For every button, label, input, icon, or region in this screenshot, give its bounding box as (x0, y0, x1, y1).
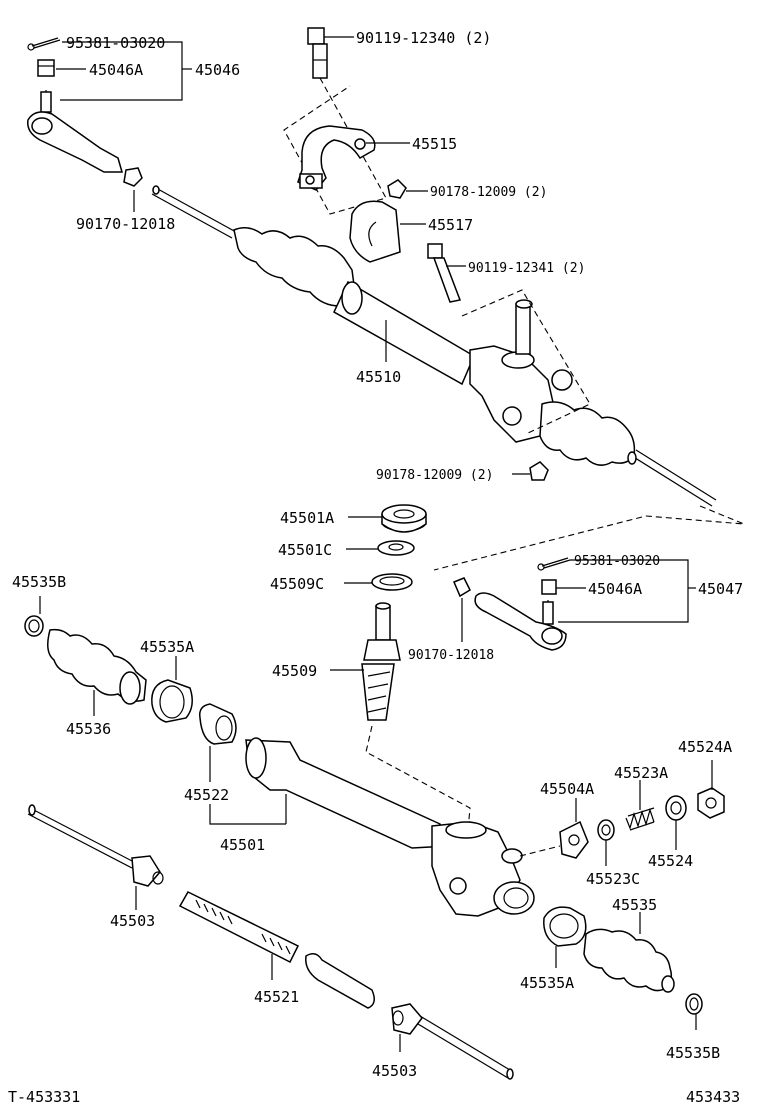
footer-left-code: T-453331 (8, 1088, 80, 1106)
label-45501: 45501 (220, 836, 265, 854)
steering-rack-icon (151, 185, 717, 507)
label-95381-03020-right: 95381-03020 (574, 554, 660, 569)
clamp-icon (24, 615, 44, 637)
castle-nut-icon (37, 59, 55, 77)
nut-icon (529, 461, 549, 481)
bushing-icon (198, 703, 237, 745)
label-90170-12018: 90170-12018 (76, 215, 175, 233)
label-45535a-right: 45535A (520, 974, 574, 992)
pinion-shaft-icon (361, 602, 401, 721)
tie-rod-icon (27, 804, 164, 887)
label-45535-boot: 45535 (612, 896, 657, 914)
boot-icon (583, 928, 675, 993)
label-90119-12340: 90119-12340 (2) (356, 29, 491, 47)
snap-ring-icon (371, 573, 413, 591)
castle-nut-icon (541, 579, 557, 595)
label-45522: 45522 (184, 786, 229, 804)
label-45535b-right: 45535B (666, 1044, 720, 1062)
label-45510: 45510 (356, 368, 401, 386)
cotter-pin-icon (537, 557, 571, 571)
washer-icon (377, 540, 415, 556)
spring-icon (625, 807, 655, 831)
label-45523c: 45523C (586, 870, 640, 888)
label-45503: 45503 (110, 912, 155, 930)
o-ring-icon (597, 819, 615, 841)
label-90170-12018-right: 90170-12018 (408, 648, 494, 663)
nut-icon (387, 179, 407, 199)
clamp-icon (151, 679, 193, 723)
bolt-icon (307, 27, 328, 79)
cap-nut-icon (697, 787, 725, 819)
label-45523a: 45523A (614, 764, 668, 782)
label-90178-12009: 90178-12009 (2) (430, 185, 547, 200)
tie-rod-icon (391, 1003, 514, 1080)
cotter-pin-icon (27, 37, 61, 51)
rack-housing-icon (245, 737, 535, 917)
bracket-icon (297, 125, 376, 191)
footer-right-code: 453433 (686, 1088, 740, 1106)
clamp-icon (543, 906, 587, 947)
label-45536: 45536 (66, 720, 111, 738)
label-45535a: 45535A (140, 638, 194, 656)
label-45535b: 45535B (12, 573, 66, 591)
rack-bar-icon (178, 891, 375, 1009)
label-95381-03020: 95381-03020 (66, 34, 165, 52)
tie-rod-end-right-icon (453, 577, 567, 651)
label-45046: 45046 (195, 61, 240, 79)
label-90119-12341: 90119-12341 (2) (468, 261, 585, 276)
label-45509: 45509 (272, 662, 317, 680)
bolt-icon (427, 243, 462, 303)
boot-icon (47, 628, 147, 705)
label-90178-12009-lower: 90178-12009 (2) (376, 468, 493, 483)
label-45047: 45047 (698, 580, 743, 598)
label-45515: 45515 (412, 135, 457, 153)
label-45524a: 45524A (678, 738, 732, 756)
label-45046a-right: 45046A (588, 580, 642, 598)
label-45501c: 45501C (278, 541, 332, 559)
grommet-icon (349, 200, 401, 263)
label-45521: 45521 (254, 988, 299, 1006)
tie-rod-end-left-icon (27, 90, 123, 173)
label-45501a: 45501A (280, 509, 334, 527)
label-45504a: 45504A (540, 780, 594, 798)
nut-icon (123, 167, 143, 187)
label-45509c: 45509C (270, 575, 324, 593)
bearing-icon (381, 504, 427, 533)
label-45503-lower: 45503 (372, 1062, 417, 1080)
label-45046a: 45046A (89, 61, 143, 79)
clamp-icon (685, 993, 703, 1015)
rack-guide-icon (559, 820, 589, 859)
lock-nut-icon (665, 795, 687, 821)
label-45517: 45517 (428, 216, 473, 234)
label-45524: 45524 (648, 852, 693, 870)
